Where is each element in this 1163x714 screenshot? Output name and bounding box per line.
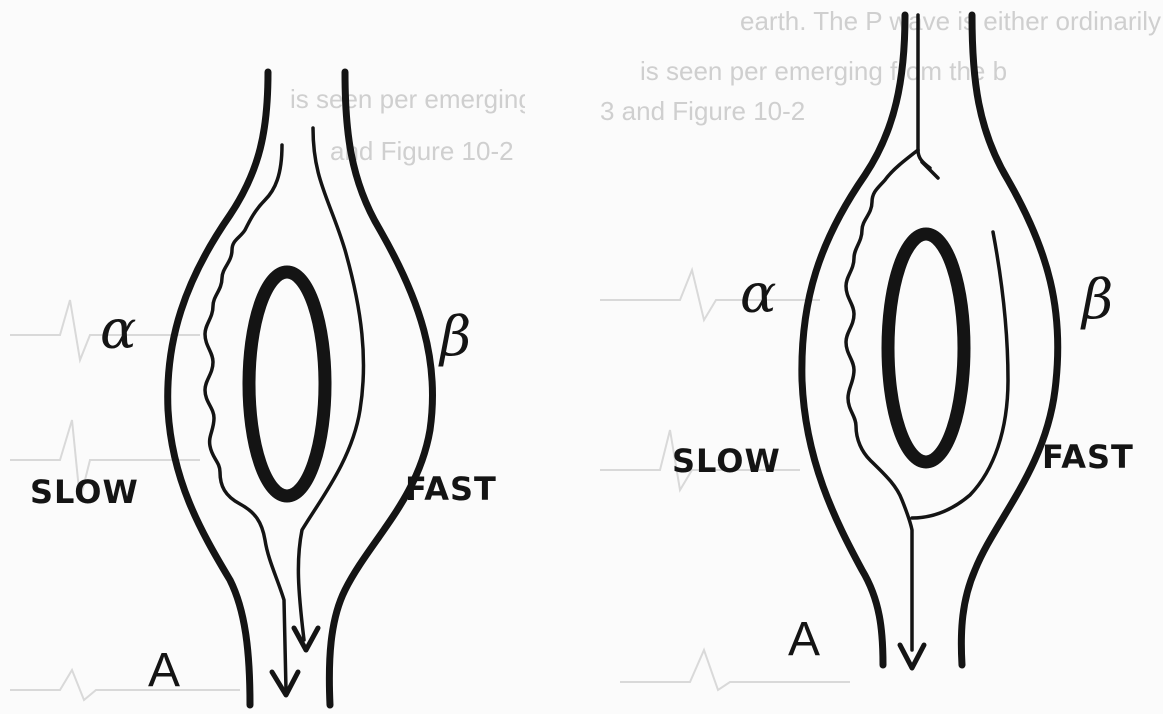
right-top-pathway	[918, 15, 930, 168]
left-alpha-label: α	[100, 298, 136, 361]
right-panel: earth. The P wave is either ordinarily i…	[600, 0, 1163, 714]
right-bg-text-line3: 3 and Figure 10-2	[600, 96, 805, 126]
right-central-ring	[888, 234, 964, 462]
right-beta-label: β	[1080, 268, 1113, 331]
left-fast-arrowhead	[294, 628, 318, 650]
right-alpha-label: α	[740, 262, 776, 325]
right-a-label: A	[788, 613, 820, 666]
left-beta-label: β	[438, 305, 471, 368]
left-panel: is seen per emerging from th and Figure …	[0, 0, 525, 714]
left-fast-label: FAST	[405, 470, 497, 508]
left-a-label: A	[148, 644, 180, 697]
right-bg-text-line2: is seen per emerging from the b	[640, 56, 1007, 86]
right-panel-svg: earth. The P wave is either ordinarily i…	[600, 0, 1163, 714]
left-slow-label: SLOW	[30, 473, 139, 511]
left-panel-svg: is seen per emerging from th and Figure …	[0, 0, 525, 714]
right-slow-label: SLOW	[672, 442, 781, 480]
right-slow-pathway	[846, 150, 918, 650]
right-outer-right-wall	[961, 15, 1057, 665]
right-block-bar	[922, 162, 938, 178]
left-ghost-trace-3	[10, 670, 240, 700]
left-central-ring	[249, 272, 325, 496]
right-bg-text-line1: earth. The P wave is either ordinarily	[740, 6, 1161, 36]
right-fast-label: FAST	[1042, 438, 1134, 476]
left-outer-right-wall	[329, 72, 432, 705]
right-ghost-trace-1	[600, 270, 820, 320]
left-bg-text-line1: is seen per emerging from th	[290, 84, 525, 114]
left-bg-text-line2: and Figure 10-2	[330, 136, 514, 166]
